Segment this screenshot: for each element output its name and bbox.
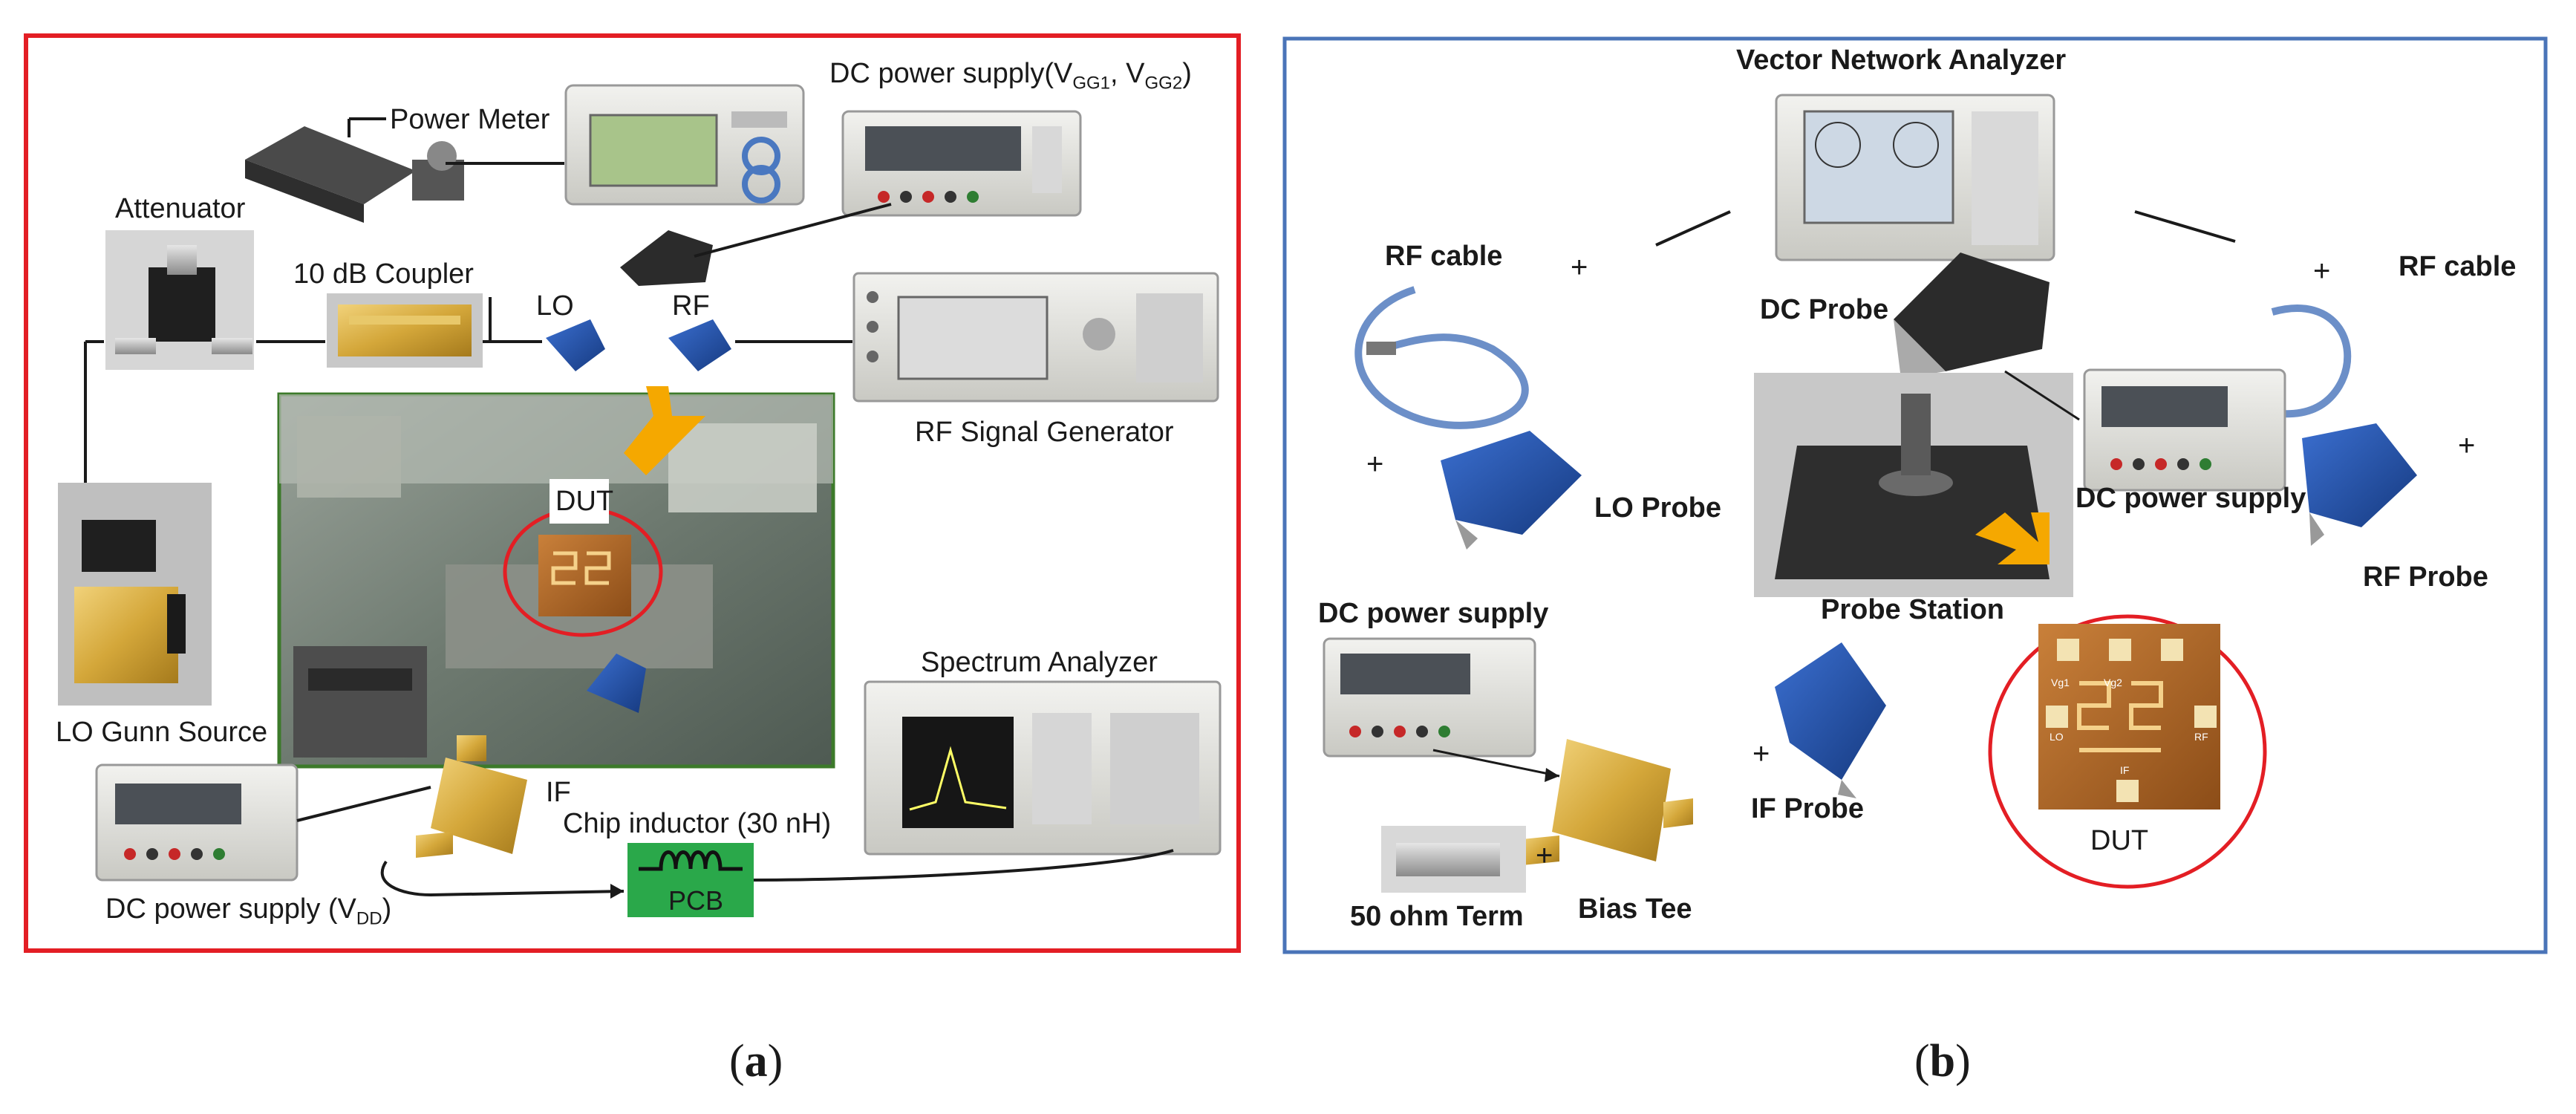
- pcb-inductor-board: [627, 843, 754, 917]
- label-dc-supply-vdd: DC power supply (VDD): [105, 893, 392, 929]
- label-rf-cable-right: RF cable: [2399, 251, 2517, 282]
- coupler-photo: [327, 293, 483, 368]
- label-pcb: PCB: [668, 885, 724, 916]
- panel-b-border: [1282, 36, 2548, 954]
- dc-supply-left-unit: [1323, 637, 1536, 758]
- lo-probe-b: [1441, 431, 1582, 550]
- dc-to-bias-link: [1432, 749, 1560, 778]
- label-lo-gunn-source: LO Gunn Source: [56, 717, 268, 748]
- dut-pad-lo: LO: [2050, 731, 2064, 743]
- dut-pad-rf: RF: [2194, 731, 2208, 743]
- label-if: IF: [546, 777, 571, 808]
- label-rf-signal-generator: RF Signal Generator: [915, 417, 1174, 448]
- label-lo: LO: [536, 290, 574, 322]
- plus-sign-5: +: [1752, 737, 1770, 770]
- label-dc-probe: DC Probe: [1760, 294, 1889, 325]
- label-dut-b: DUT: [2090, 825, 2149, 856]
- dut-pad-vg2: Vg2: [2104, 677, 2122, 688]
- label-spectrum-analyzer: Spectrum Analyzer: [921, 647, 1158, 678]
- lab-setup-photo: [277, 386, 835, 769]
- label-rf: RF: [672, 290, 710, 322]
- plus-sign-2: +: [1366, 448, 1384, 481]
- attenuator-photo: [105, 230, 254, 370]
- dc-probe-small: [620, 230, 713, 286]
- label-coupler: 10 dB Coupler: [293, 258, 474, 290]
- if-probe-b: [1775, 642, 1886, 798]
- panel-a-border: [24, 33, 1241, 953]
- plus-sign-4: +: [2458, 429, 2476, 462]
- rf-probe-b: [2302, 423, 2417, 546]
- label-vna: Vector Network Analyzer: [1736, 45, 2067, 76]
- label-probe-station: Probe Station: [1821, 594, 2005, 625]
- panel-a-connectors: [84, 117, 1174, 897]
- label-lo-probe: LO Probe: [1594, 492, 1722, 524]
- label-power-meter: Power Meter: [390, 104, 550, 135]
- dut-large: [1988, 614, 2267, 889]
- label-rf-probe: RF Probe: [2363, 561, 2488, 593]
- plus-sign-1: +: [1571, 251, 1588, 284]
- caption-a: (a): [729, 1036, 783, 1087]
- label-rf-cable-left: RF cable: [1385, 241, 1503, 272]
- lo-probe-small: [546, 319, 605, 371]
- vna-unit: [1775, 94, 2055, 261]
- plus-sign-6: +: [1536, 839, 1553, 872]
- label-dc-supply-left: DC power supply: [1318, 598, 1549, 629]
- plus-sign-3: +: [2313, 255, 2331, 287]
- label-if-probe: IF Probe: [1751, 793, 1865, 824]
- power-meter-unit: [564, 84, 805, 206]
- dc-supply-vdd-unit: [95, 763, 299, 882]
- label-dut-a: DUT: [555, 486, 614, 517]
- spectrum-analyzer-unit: [864, 680, 1222, 856]
- dut-pad-if: IF: [2120, 764, 2130, 776]
- label-chip-inductor: Chip inductor (30 nH): [563, 808, 832, 839]
- bias-tee-b: [1522, 739, 1693, 865]
- rf-probe-small: [668, 319, 731, 371]
- dc-supply-vgg-unit: [841, 110, 1082, 217]
- dc-supply-right-unit: [2083, 368, 2286, 492]
- dc-probe-link: [2004, 370, 2080, 421]
- rf-signal-generator-unit: [852, 272, 1219, 403]
- term-50ohm-photo: [1381, 826, 1526, 893]
- rf-cable-left: [1354, 286, 1529, 429]
- label-term: 50 ohm Term: [1350, 901, 1524, 932]
- label-attenuator: Attenuator: [115, 193, 246, 224]
- probe-station-photo: [1754, 373, 2073, 597]
- label-dc-supply-vgg: DC power supply(VGG1, VGG2): [829, 58, 1192, 94]
- if-bias-tee-a: [416, 735, 527, 858]
- dut-pad-vg1: Vg1: [2051, 677, 2070, 688]
- power-meter-sensor: [245, 126, 464, 223]
- label-bias-tee: Bias Tee: [1578, 893, 1692, 925]
- vna-connectors: [1655, 210, 2236, 247]
- label-dc-supply-right: DC power supply: [2076, 483, 2306, 514]
- dc-probe-large: [1894, 253, 2050, 379]
- caption-b: (b): [1914, 1036, 1971, 1087]
- lo-gunn-source-photo: [58, 483, 212, 706]
